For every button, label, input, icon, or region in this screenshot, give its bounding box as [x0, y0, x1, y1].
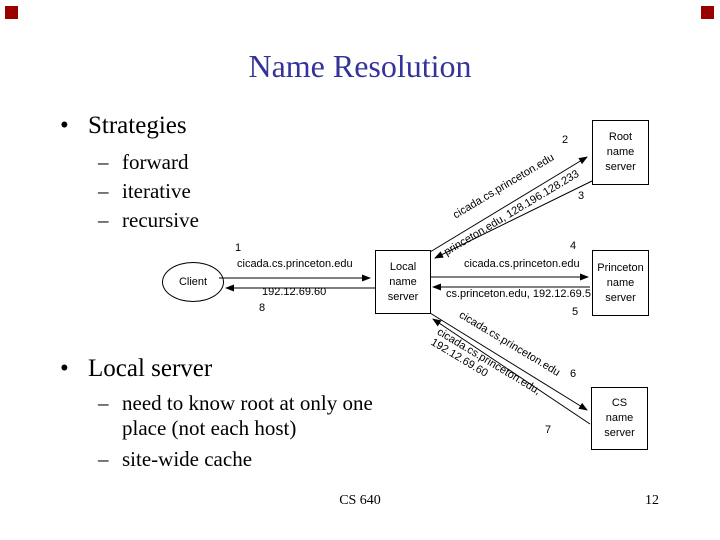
step-7-number: 7 [545, 424, 552, 436]
step-5-message: cs.princeton.edu, 192.12.69.5 [446, 288, 591, 300]
arrow-6-local-to-cs [429, 312, 588, 411]
arrow-2-local-to-root [429, 156, 588, 253]
corner-marker-left [5, 6, 18, 19]
subbullet-forward-label: forward [122, 150, 189, 174]
subbullet-site-cache-label: site-wide cache [122, 447, 253, 471]
arrow-3-root-to-local [434, 180, 593, 259]
step-8-number: 8 [259, 302, 266, 314]
dash-marker: – [98, 208, 109, 232]
subbullet-iterative-label: iterative [122, 179, 191, 203]
bullet-marker: • [60, 112, 69, 139]
dash-marker: – [98, 447, 109, 471]
step-6-number: 6 [570, 368, 577, 380]
arrow-7-cs-to-local [432, 318, 591, 425]
step-2-number: 2 [562, 134, 569, 146]
subbullet-recursive-label: recursive [122, 208, 199, 232]
local-name-server-node: Local name server [375, 250, 431, 314]
root-name-server-node: Root name server [592, 120, 649, 185]
client-node: Client [162, 262, 224, 302]
step-1-message: cicada.cs.princeton.edu [237, 258, 353, 270]
step-4-number: 4 [570, 240, 577, 252]
cs-name-server-node: CS name server [591, 387, 648, 450]
step-8-message: 192.12.69.60 [262, 286, 327, 298]
footer-course: CS 640 [339, 493, 381, 508]
princeton-name-server-node: Princeton name server [592, 250, 649, 316]
dash-marker: – [98, 391, 109, 415]
subbullet-need-root: – need to know root at only one place (n… [98, 391, 422, 441]
subbullet-need-root-label: need to know root at only one place (not… [122, 391, 373, 440]
dash-marker: – [98, 179, 109, 203]
bullet-marker: • [60, 355, 69, 382]
bullet-local-server-label: Local server [88, 355, 213, 382]
step-3-number: 3 [578, 190, 585, 202]
dash-marker: – [98, 150, 109, 174]
bullet-local-server: • Local server [60, 355, 212, 383]
subbullet-iterative: – iterative [98, 179, 191, 204]
subbullet-forward: – forward [98, 150, 188, 175]
step-4-message: cicada.cs.princeton.edu [464, 258, 580, 270]
bullet-strategies: • Strategies [60, 112, 187, 140]
subbullet-site-cache: – site-wide cache [98, 447, 252, 472]
subbullet-recursive: – recursive [98, 208, 199, 233]
corner-marker-right [701, 6, 714, 19]
step-1-number: 1 [235, 242, 242, 254]
step-5-number: 5 [572, 306, 579, 318]
slide-title: Name Resolution [248, 48, 472, 84]
bullet-strategies-label: Strategies [88, 112, 187, 139]
footer-page-number: 12 [645, 493, 659, 508]
